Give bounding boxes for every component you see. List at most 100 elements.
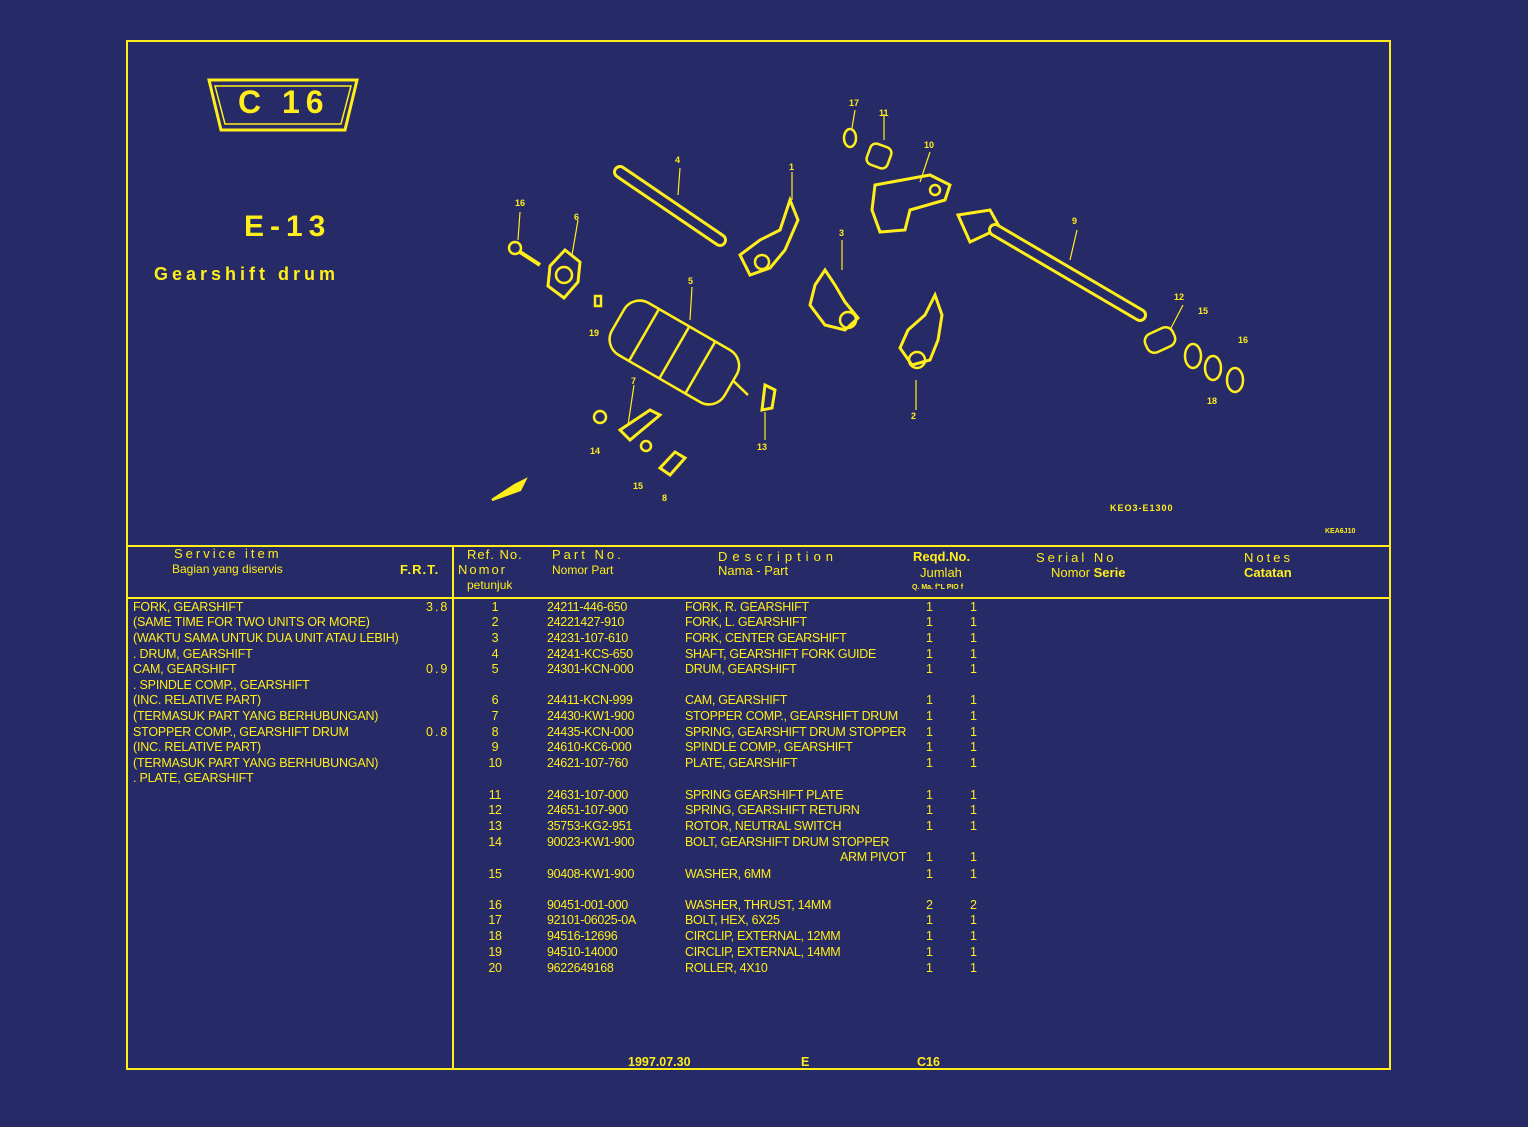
- part-description: ROTOR, NEUTRAL SWITCH: [685, 819, 842, 833]
- service-item-row: (TERMASUK PART YANG BERHUBUNGAN): [133, 756, 379, 770]
- part-number: 24651-107-900: [547, 803, 628, 817]
- part-fork-center: [808, 267, 861, 332]
- part-description: FORK, L. GEARSHIFT: [685, 615, 807, 629]
- callout-label: 13: [757, 442, 768, 452]
- service-item-row: (WAKTU SAMA UNTUK DUA UNIT ATAU LEBIH): [133, 631, 399, 645]
- header-part-no-id: Nomor Part: [552, 563, 614, 577]
- callout-label: 6: [574, 212, 580, 222]
- part-qty-alt: 1: [970, 867, 977, 881]
- part-qty-alt: 1: [970, 615, 977, 629]
- service-item-row: . DRUM, GEARSHIFT: [133, 647, 253, 661]
- header-notes: Notes: [1244, 550, 1293, 565]
- part-description: SHAFT, GEARSHIFT FORK GUIDE: [685, 647, 876, 661]
- service-item-row: (INC. RELATIVE PART): [133, 740, 261, 754]
- part-qty: 1: [926, 788, 933, 802]
- service-item-row: (SAME TIME FOR TWO UNITS OR MORE): [133, 615, 370, 629]
- part-qty: 1: [926, 662, 933, 676]
- table-header-rule: [126, 597, 1391, 599]
- part-description: CIRCLIP, EXTERNAL, 12MM: [685, 929, 841, 943]
- callout-label: 1: [789, 162, 795, 172]
- part-number: 24221427-910: [547, 615, 625, 629]
- callout-label: 16: [515, 198, 526, 208]
- part-number: 24610-KC6-000: [547, 740, 632, 754]
- part-ref-no: 9: [491, 740, 499, 754]
- part-ref-no: 5: [491, 662, 499, 676]
- part-qty-alt: 1: [970, 850, 977, 864]
- part-cam: [546, 247, 582, 301]
- part-qty-alt: 1: [970, 662, 977, 676]
- part-description: CAM, GEARSHIFT: [685, 693, 788, 707]
- part-return-spring: [1143, 325, 1177, 355]
- part-ref-no: 20: [488, 961, 502, 975]
- part-fork-r: [738, 195, 800, 277]
- part-ref-no: 8: [491, 725, 499, 739]
- header-service-item: Service item: [174, 546, 282, 561]
- part-spring-8: [657, 450, 688, 477]
- service-item-row: STOPPER COMP., GEARSHIFT DRUM: [133, 725, 349, 739]
- badge-label: C 16: [238, 84, 330, 120]
- header-notes-id: Catatan: [1244, 565, 1292, 580]
- part-qty-alt: 1: [970, 725, 977, 739]
- part-ref-no: 17: [488, 913, 502, 927]
- part-number: 24241-KCS-650: [547, 647, 633, 661]
- part-number: 24435-KCN-000: [547, 725, 634, 739]
- part-qty: 1: [926, 709, 933, 723]
- part-rotor: [760, 382, 777, 412]
- header-ref-no: Ref. No.: [467, 547, 523, 562]
- part-qty: 1: [926, 961, 933, 975]
- part-number: 94516-12696: [547, 929, 618, 943]
- table-top-rule: [126, 545, 1391, 547]
- part-qty: 1: [926, 929, 933, 943]
- header-ref-id-2: petunjuk: [467, 578, 513, 592]
- part-washer-15: [639, 439, 653, 453]
- part-qty-alt: 1: [970, 600, 977, 614]
- part-plate: [870, 173, 952, 234]
- callout-label: 15: [1198, 306, 1209, 316]
- footer-letter: E: [801, 1055, 810, 1069]
- part-qty: 1: [926, 725, 933, 739]
- part-qty: 1: [926, 850, 933, 864]
- header-frt: F.R.T.: [400, 562, 440, 577]
- part-number: 90408-KW1-900: [547, 867, 635, 881]
- header-service-item-id: Bagian yang diservis: [172, 562, 283, 576]
- part-qty-alt: 1: [970, 740, 977, 754]
- header-description: Description: [718, 549, 839, 564]
- part-ref-no: 15: [488, 867, 502, 881]
- callout-label: 19: [589, 328, 600, 338]
- part-qty-alt: 1: [970, 693, 977, 707]
- service-item-row: CAM, GEARSHIFT: [133, 662, 237, 676]
- part-number: 24211-446-650: [547, 600, 627, 614]
- part-number: 90451-001-000: [547, 898, 628, 912]
- part-number: 24621-107-760: [547, 756, 628, 770]
- part-qty-alt: 1: [970, 913, 977, 927]
- callout-label: 5: [688, 276, 694, 286]
- part-number: 94510-14000: [547, 945, 618, 959]
- part-spring-plate: [865, 142, 893, 170]
- part-qty: 1: [926, 631, 933, 645]
- part-roller: [593, 294, 603, 308]
- part-ref-no: 2: [491, 615, 499, 629]
- header-part-no: Part No.: [552, 547, 624, 562]
- service-item-row: (TERMASUK PART YANG BERHUBUNGAN): [133, 709, 379, 723]
- part-ref-no: 19: [488, 945, 502, 959]
- part-qty: 1: [926, 647, 933, 661]
- part-ref-no: 12: [488, 803, 502, 817]
- part-qty: 1: [926, 819, 933, 833]
- service-item-frt: 3.8: [426, 600, 450, 614]
- part-description-cont: ARM PIVOT: [840, 850, 907, 864]
- part-description: DRUM, GEARSHIFT: [685, 662, 797, 676]
- part-number: 9622649168: [547, 961, 614, 975]
- header-ref-id: Nomor: [458, 562, 508, 577]
- part-washer-3: [1225, 366, 1245, 394]
- part-ref-no: 10: [488, 756, 502, 770]
- part-qty: 1: [926, 740, 933, 754]
- callout-label: 8: [662, 493, 668, 503]
- service-item-row: (INC. RELATIVE PART): [133, 693, 261, 707]
- footer-date: 1997.07.30: [628, 1055, 691, 1069]
- part-fork-l: [898, 291, 944, 370]
- exploded-diagram: [491, 109, 1245, 502]
- part-description: SPRING, GEARSHIFT RETURN: [685, 803, 860, 817]
- callout-label: 14: [590, 446, 601, 456]
- part-bolt: [507, 240, 542, 267]
- header-serial-id: Nomor Serie: [1051, 565, 1126, 580]
